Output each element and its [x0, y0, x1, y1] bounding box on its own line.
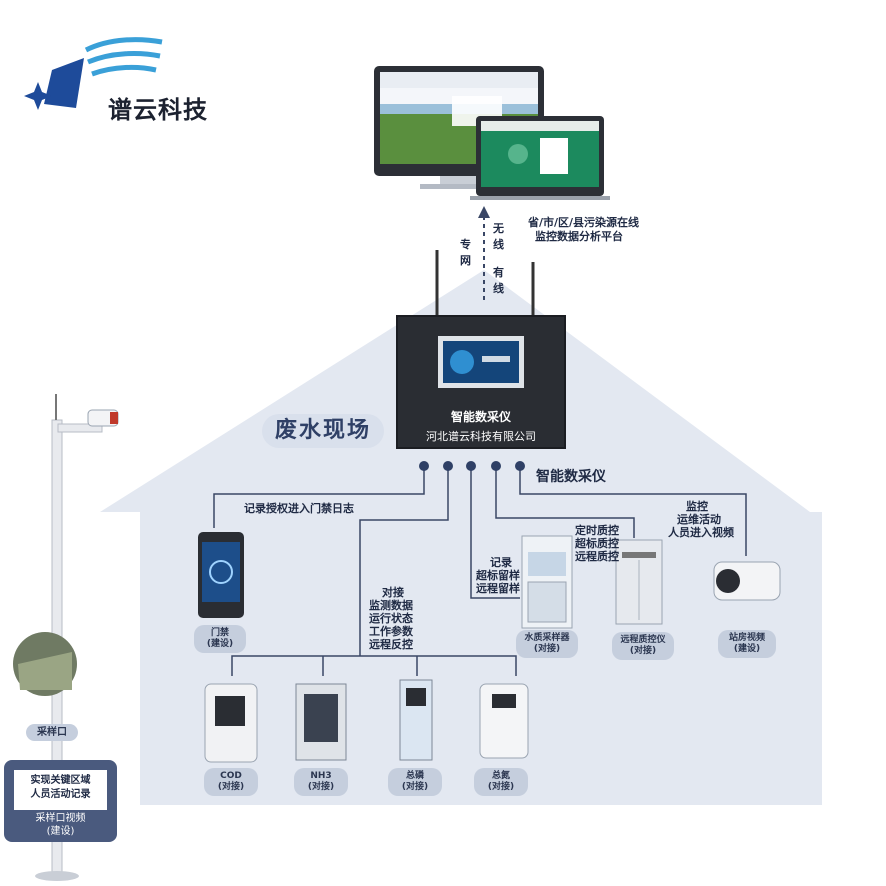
brand-name: 谱云科技: [108, 96, 208, 124]
network-dedicated-1: 专: [460, 238, 471, 251]
link-interface-3: 运行状态: [369, 612, 413, 625]
link-access-log: 记录授权进入门禁日志: [244, 502, 354, 515]
link-qc-1: 定时质控: [575, 524, 619, 537]
pill-cod-name: COD: [220, 771, 242, 781]
site-title: 废水现场: [262, 414, 384, 448]
device-name: 智能数采仪: [450, 410, 511, 424]
pill-nh3: NH3(对接): [294, 768, 348, 796]
link-monitor-3: 人员进入视频: [668, 526, 734, 539]
pill-qc: 远程质控仪(对接): [612, 632, 674, 660]
pill-camera-status: (建设): [733, 644, 761, 654]
pill-cod: COD(对接): [204, 768, 258, 796]
link-monitor-1: 监控: [686, 500, 708, 513]
brand-logo: [24, 37, 163, 110]
device-company: 河北谱云科技有限公司: [426, 430, 536, 443]
pill-tp-name: 总磷: [405, 771, 424, 781]
link-sampler-2: 超标留样: [476, 569, 520, 582]
link-qc-3: 远程质控: [575, 550, 619, 563]
link-interface-1: 对接: [382, 586, 404, 599]
outfall-video: 采样口视频 (建设): [4, 812, 117, 838]
outfall-record-2: 人员活动记录: [30, 789, 91, 800]
pill-sampler-status: (对接): [533, 644, 561, 654]
link-qc-2: 超标质控: [575, 537, 619, 550]
pill-camera-name: 站房视频: [728, 633, 765, 643]
platform-label-line2: 监控数据分析平台: [535, 230, 623, 243]
house-shape: [100, 270, 822, 805]
pill-tp-status: (对接): [401, 782, 429, 792]
link-interface-2: 监测数据: [369, 599, 413, 612]
link-monitor-2: 运维活动: [677, 513, 721, 526]
pill-cod-status: (对接): [217, 782, 245, 792]
pill-sampler: 水质采样器(对接): [516, 630, 578, 658]
outfall-video-status: (建设): [46, 826, 75, 837]
link-interface-5: 远程反控: [369, 638, 413, 651]
link-sampler-3: 远程留样: [476, 582, 520, 595]
pill-qc-status: (对接): [629, 646, 657, 656]
pill-sampler-name: 水质采样器: [524, 633, 570, 643]
pill-door: 门禁(建设): [194, 625, 246, 653]
outfall-record-box: 实现关键区域 人员活动记录: [14, 770, 107, 810]
network-dedicated-2: 网: [460, 254, 471, 267]
pill-tp: 总磷(对接): [388, 768, 442, 796]
pill-nh3-name: NH3: [310, 771, 332, 781]
platform-label-line1: 省/市/区/县污染源在线: [528, 216, 640, 229]
pill-door-name: 门禁: [210, 628, 229, 638]
link-interface-4: 工作参数: [369, 625, 413, 638]
pill-qc-name: 远程质控仪: [620, 635, 666, 645]
pill-tn-name: 总氮: [491, 771, 510, 781]
link-sampler-1: 记录: [490, 556, 512, 569]
outfall-record-1: 实现关键区域: [30, 775, 91, 786]
network-wireless-2: 线: [493, 238, 504, 251]
outfall-label: 采样口: [26, 724, 78, 741]
pill-tn-status: (对接): [487, 782, 515, 792]
pill-camera: 站房视频(建设): [718, 630, 776, 658]
network-wired-2: 线: [493, 282, 504, 295]
connector-label: 智能数采仪: [536, 469, 606, 485]
pill-nh3-status: (对接): [307, 782, 335, 792]
network-wired-1: 有: [493, 266, 504, 279]
pill-door-status: (建设): [206, 639, 234, 649]
outfall-video-name: 采样口视频: [35, 813, 86, 824]
monitor-illustration: [374, 66, 610, 200]
pill-tn: 总氮(对接): [474, 768, 528, 796]
network-wireless-1: 无: [493, 222, 504, 235]
